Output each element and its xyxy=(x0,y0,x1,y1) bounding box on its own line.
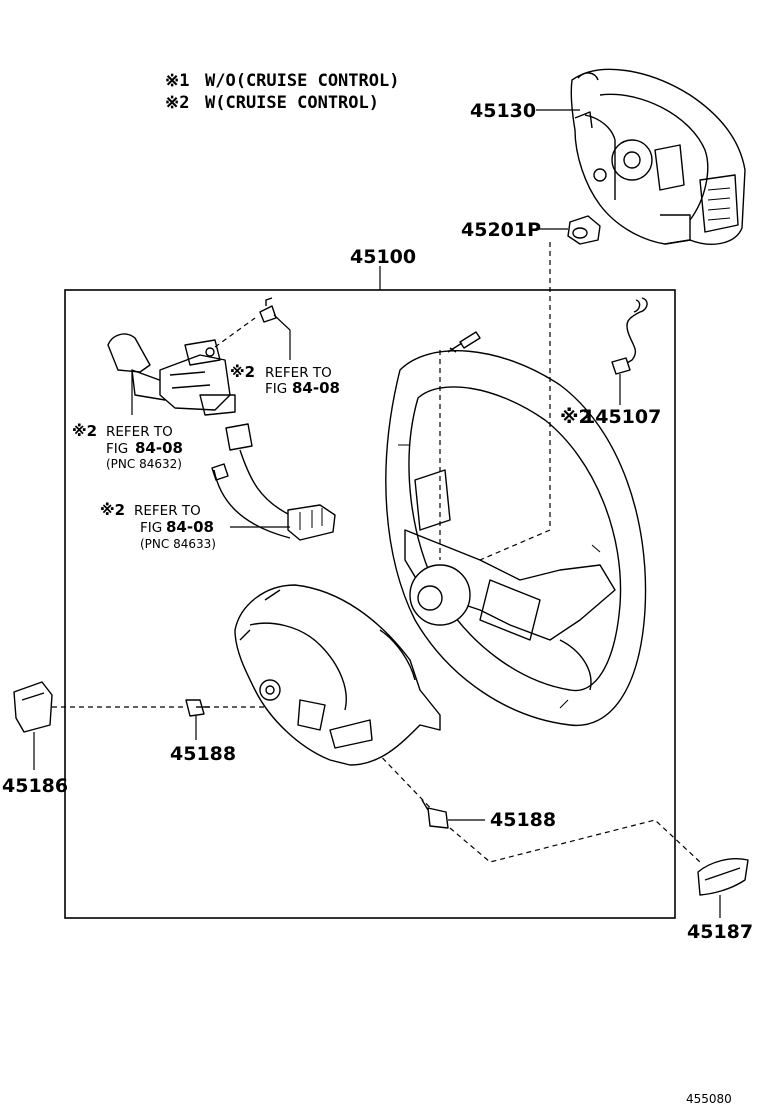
trim-left-illustration xyxy=(13,681,53,733)
screw-left-illustration xyxy=(185,699,210,717)
part-number-45188-right: 45188 xyxy=(490,809,556,831)
alignment-line-screw-lower xyxy=(369,744,441,819)
part-number-45187: 45187 xyxy=(687,921,753,943)
part-number-45188-left: 45188 xyxy=(170,743,236,765)
mark-145107: ※2 xyxy=(560,406,592,428)
note-1-mark: ※1 xyxy=(165,71,189,91)
ref3-fignum: 84-08 xyxy=(166,518,214,536)
ref2-line1: REFER TO xyxy=(106,424,173,440)
ref2-fignum: 84-08 xyxy=(135,439,183,457)
ref3-fig: FIG xyxy=(140,520,162,536)
ref1-fig: FIG xyxy=(265,381,287,397)
ref1-fignum: 84-08 xyxy=(292,379,340,397)
note-2-text: W(CRUISE CONTROL) xyxy=(205,93,379,113)
nut-illustration xyxy=(567,215,601,245)
alignment-line-nut xyxy=(479,242,551,561)
ref3-pnc: (PNC 84633) xyxy=(140,537,216,551)
part-number-45186: 45186 xyxy=(2,775,68,797)
ref1-line1: REFER TO xyxy=(265,365,332,381)
steering-wheel-illustration xyxy=(385,350,647,727)
cruise-switch-illustration xyxy=(107,333,236,416)
trim-right-illustration xyxy=(697,858,749,896)
ref2-mark: ※2 xyxy=(72,422,97,440)
ref3-line1: REFER TO xyxy=(134,503,201,519)
horn-pad-illustration xyxy=(570,68,746,245)
leader-ref1 xyxy=(273,314,291,360)
legend-notes: ※1 W/O(CRUISE CONTROL) ※2 W(CRUISE CONTR… xyxy=(165,71,399,113)
ref2-pnc: (PNC 84632) xyxy=(106,457,182,471)
screw-right-illustration xyxy=(421,799,449,829)
part-number-45100: 45100 xyxy=(350,246,416,268)
note-1-text: W/O(CRUISE CONTROL) xyxy=(205,71,399,91)
switch-screw-illustration xyxy=(259,297,277,323)
ref3-mark: ※2 xyxy=(100,501,125,519)
part-number-145107: 145107 xyxy=(582,406,661,428)
ref1-mark: ※2 xyxy=(230,363,255,381)
assembly-boundary-box xyxy=(64,289,676,919)
wire-harness-illustration xyxy=(611,297,648,375)
part-number-45130: 45130 xyxy=(470,100,536,122)
alignment-line-switch-screw xyxy=(214,317,256,348)
part-number-45201p: 45201P xyxy=(461,219,541,241)
connector-harness-illustration xyxy=(211,423,336,541)
ref2-fig: FIG xyxy=(106,441,128,457)
wheel-screw-illustration xyxy=(447,331,481,353)
lower-cover-illustration xyxy=(234,584,441,766)
diagram-code: 455080 xyxy=(686,1092,732,1106)
alignment-line-45187 xyxy=(449,819,701,863)
note-2-mark: ※2 xyxy=(165,93,189,113)
